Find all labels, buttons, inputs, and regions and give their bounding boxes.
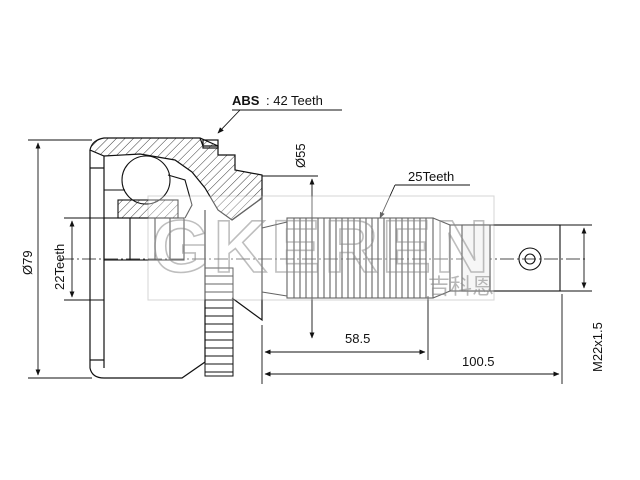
abs-label: ABS: [232, 93, 260, 108]
outer-housing: [89, 137, 263, 379]
dim-inner-length: [264, 296, 429, 360]
cotter-pin-hole: [518, 247, 542, 271]
shaft-diameter-label: Ø55: [293, 143, 308, 168]
housing-section-top: [89, 137, 263, 221]
thread-label: M22x1.5: [590, 322, 605, 372]
abs-tone-ring: [204, 267, 234, 377]
dim-thread: [560, 224, 592, 292]
dim-shaft-diameter: [262, 175, 318, 339]
watermark-chinese: 吉科恩: [428, 275, 494, 300]
abs-teeth-label: : 42 Teeth: [266, 93, 323, 108]
watermark-brand: GKEREN: [152, 205, 493, 288]
dim-inner-teeth: [64, 217, 104, 301]
spline-teeth-label: 25Teeth: [408, 169, 454, 184]
inner-length-label: 58.5: [345, 331, 370, 346]
total-length-label: 100.5: [462, 354, 495, 369]
threaded-stub: [449, 224, 561, 292]
inner-race: [103, 155, 193, 261]
spline-callout: [379, 184, 470, 219]
outer-diameter-label: Ø79: [20, 250, 35, 275]
spline-shaft: [261, 217, 451, 299]
inner-teeth-label: 22Teeth: [52, 244, 67, 290]
watermark: GKEREN 吉科恩: [147, 195, 495, 301]
abs-callout: [217, 109, 342, 134]
dim-total-length: [261, 294, 563, 384]
dim-outer-diameter: [28, 139, 92, 379]
